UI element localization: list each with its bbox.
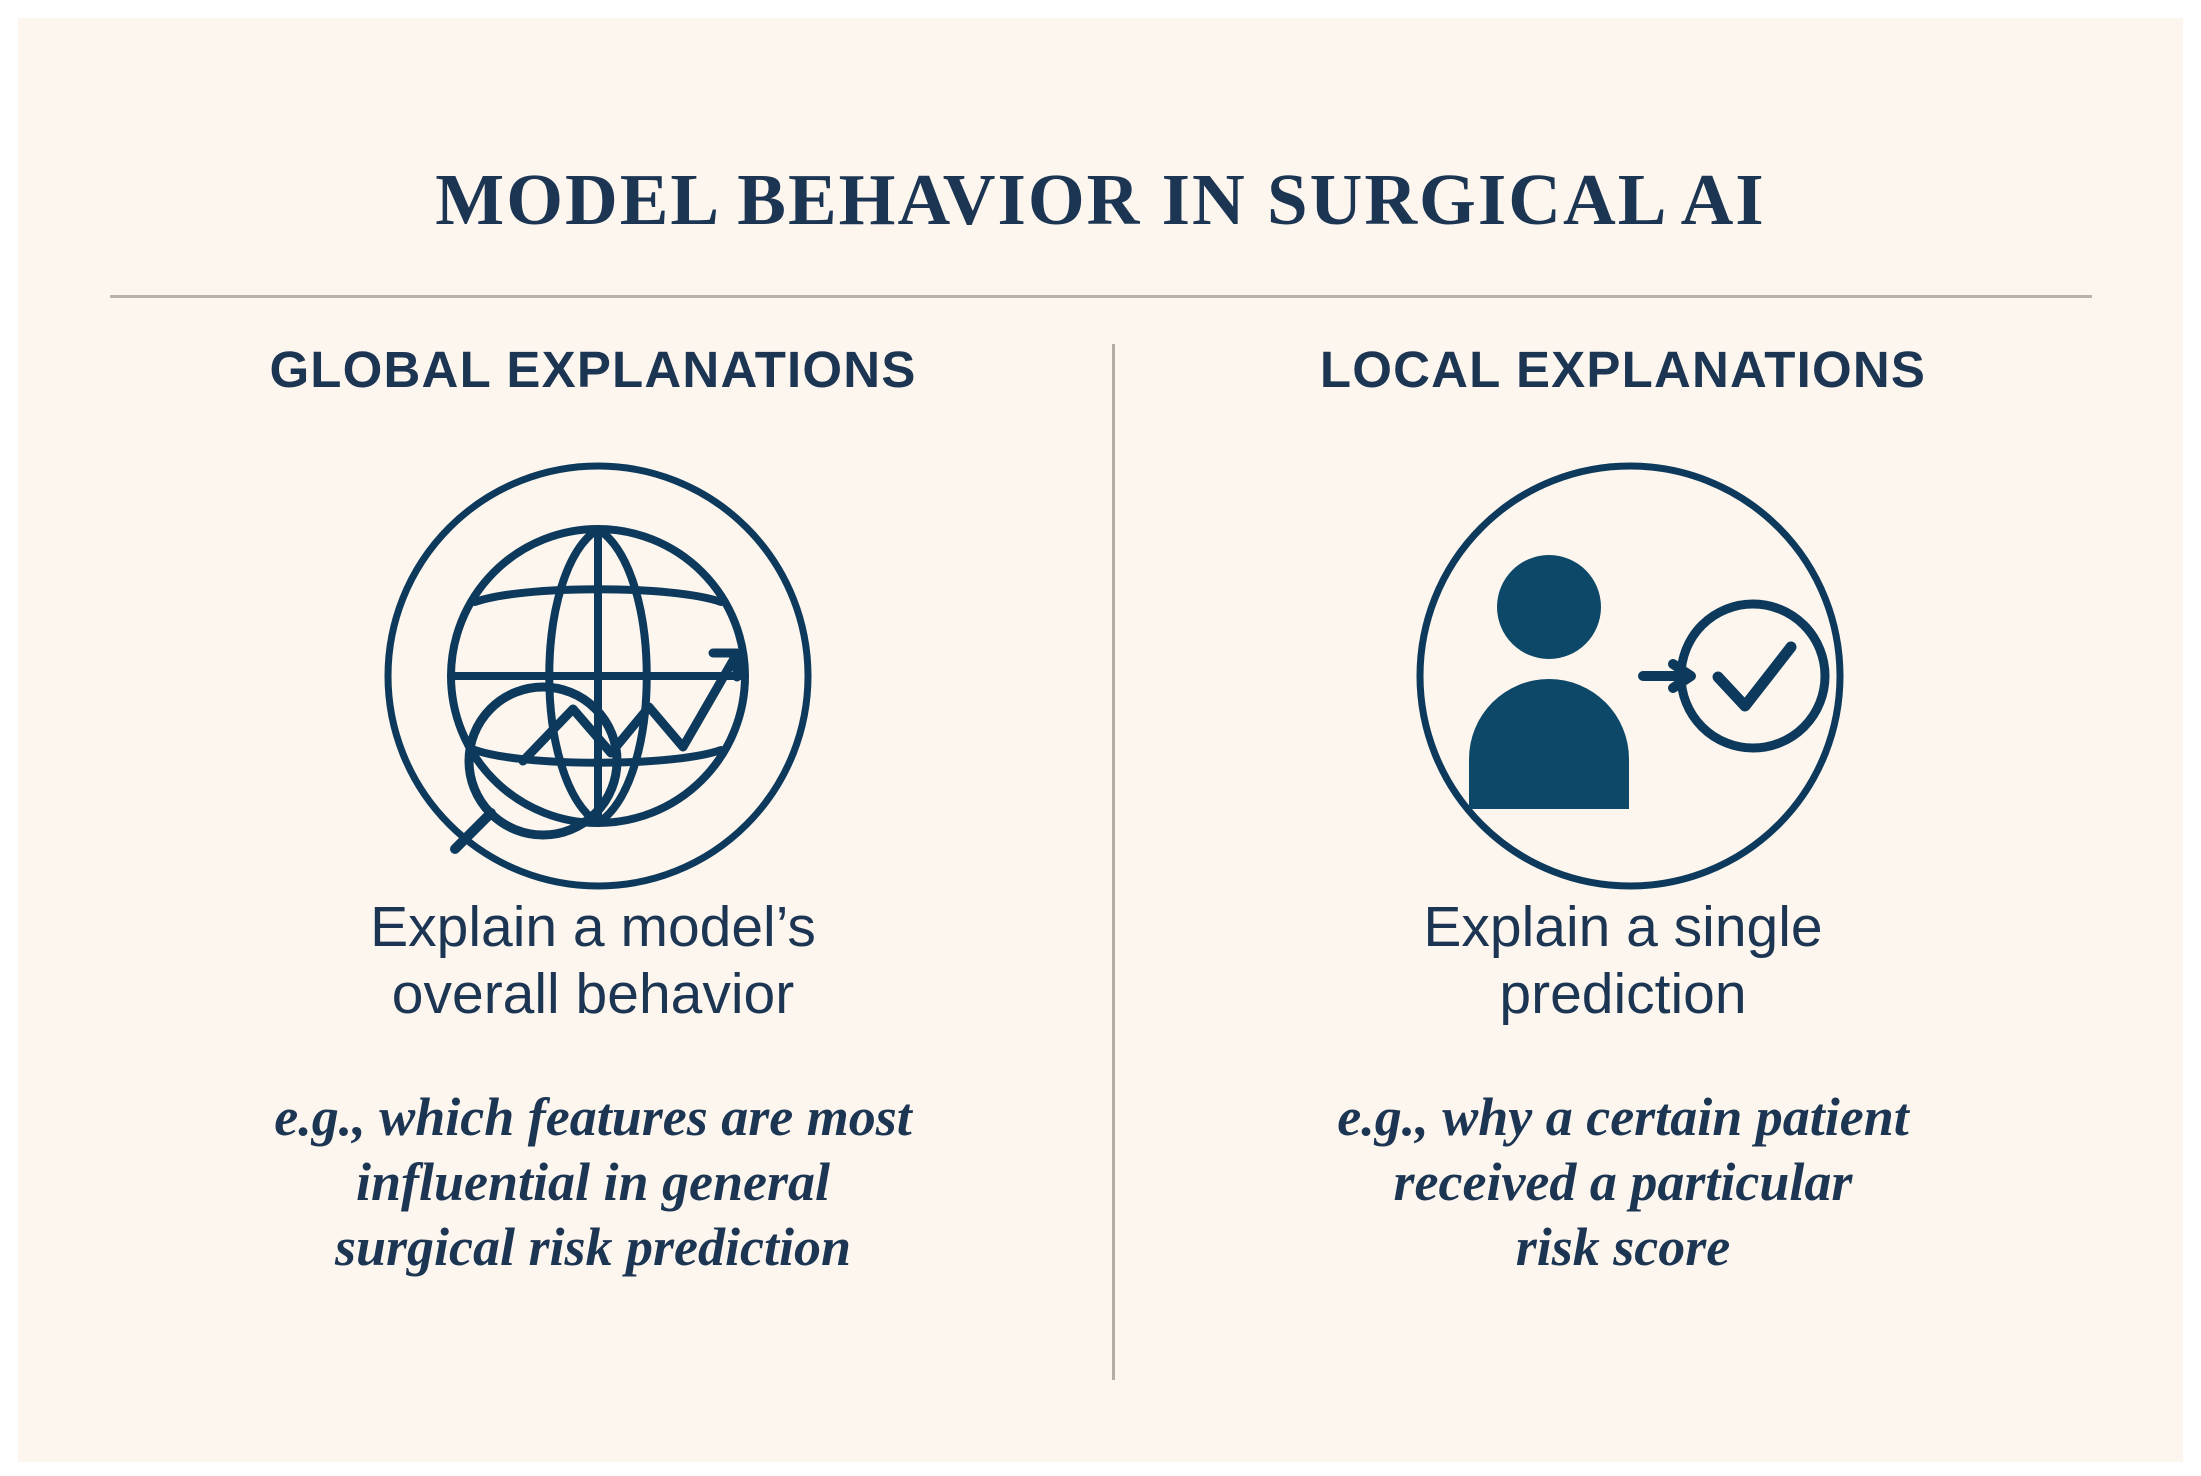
column-example-global: e.g., which features are most influentia… [274,1087,912,1277]
column-heading-local: LOCAL EXPLANATIONS [1319,341,1927,398]
infographic-poster: MODEL BEHAVIOR IN SURGICAL AI GLOBAL EXP… [18,18,2183,1462]
column-global-explanations: GLOBAL EXPLANATIONS [78,344,1108,1334]
column-heading-global: GLOBAL EXPLANATIONS [269,341,917,398]
column-local-explanations: LOCAL EXPLANATIONS Explain a single pred… [1108,344,2138,1334]
column-example-local: e.g., why a certain patient received a p… [1337,1087,1909,1277]
globe-magnifier-trendline-icon [88,458,1108,894]
page-title-container: MODEL BEHAVIOR IN SURGICAL AI [18,114,2183,285]
person-arrow-checkmark-icon [1122,458,2138,894]
title-divider [110,295,2092,298]
column-body-local: Explain a single prediction [1423,895,1823,1026]
page-title: MODEL BEHAVIOR IN SURGICAL AI [435,158,1766,240]
column-body-global: Explain a model’s overall behavior [370,895,816,1026]
column-divider [1112,344,1115,1380]
